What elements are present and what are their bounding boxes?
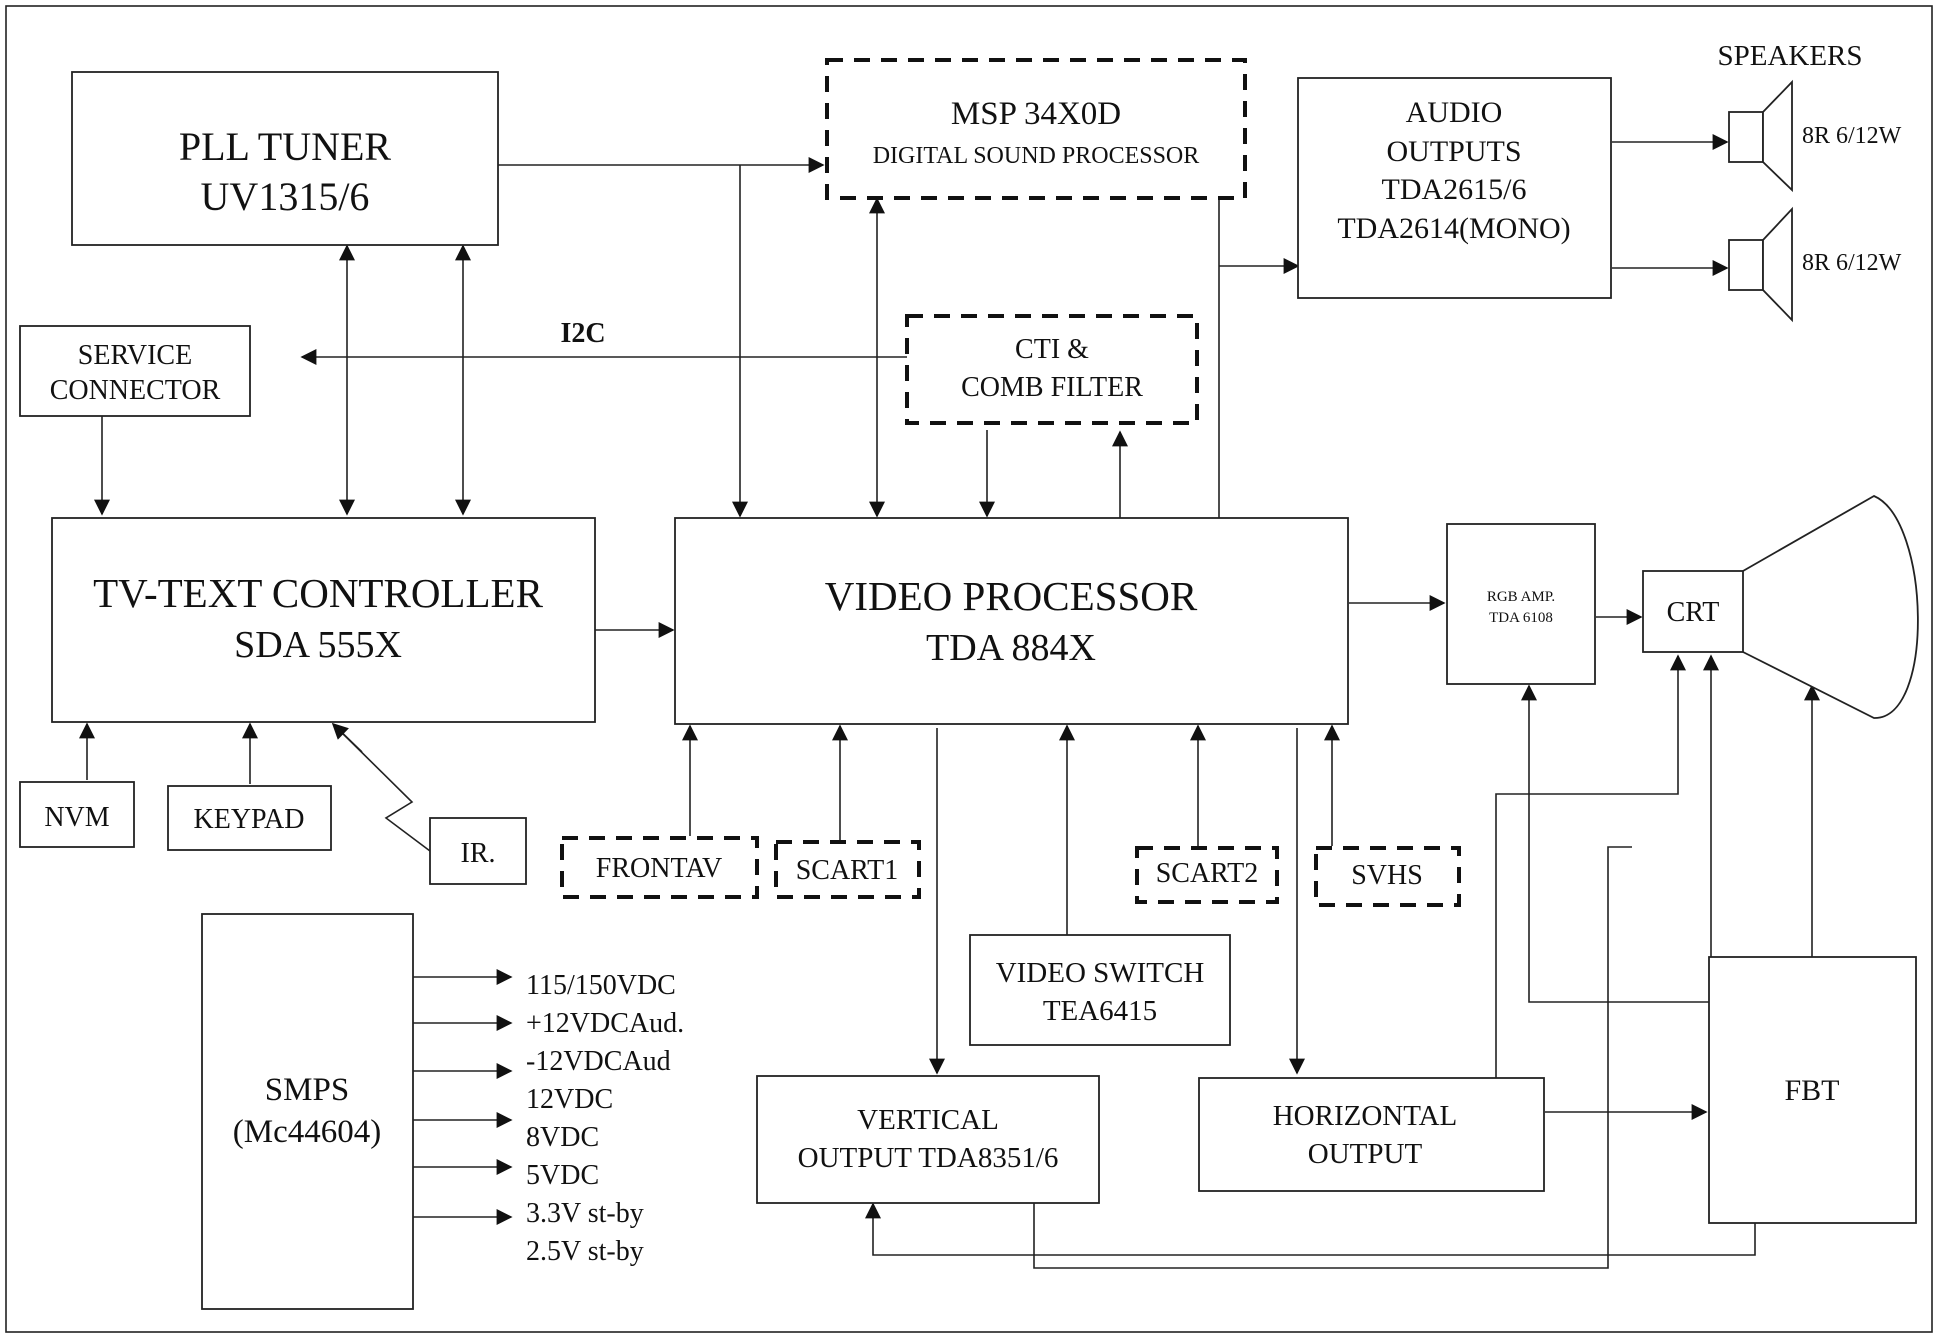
- i2c-label: I2C: [560, 318, 605, 349]
- horizontal-output-line2: OUTPUT: [1308, 1138, 1423, 1170]
- pll-tuner-title: PLL TUNER: [179, 124, 392, 169]
- scart2-block: SCART2: [1135, 846, 1279, 904]
- video-switch-line2: TEA6415: [1043, 995, 1157, 1027]
- service-connector-line1: SERVICE: [78, 340, 192, 371]
- smps-block: SMPS (Mc44604): [201, 913, 414, 1310]
- vertical-output-line1: VERTICAL: [857, 1104, 999, 1136]
- cti-line1: CTI &: [1015, 334, 1089, 365]
- smps-output-3: -12VDCAud: [526, 1046, 671, 1077]
- nvm-label: NVM: [44, 802, 109, 833]
- smps-output-4: 12VDC: [526, 1084, 613, 1115]
- cti-comb-filter-block: CTI & COMB FILTER: [905, 314, 1199, 425]
- smps-output-7: 3.3V st-by: [526, 1198, 644, 1229]
- pll-tuner-block: PLL TUNER UV1315/6: [71, 71, 499, 246]
- video-switch-line1: VIDEO SWITCH: [996, 957, 1205, 989]
- audio-outputs-line3: TDA2615/6: [1382, 173, 1527, 206]
- ir-block: IR.: [429, 817, 527, 885]
- audio-outputs-line4: TDA2614(MONO): [1337, 212, 1570, 245]
- rgb-amp-block: RGB AMP. TDA 6108: [1446, 523, 1596, 685]
- speaker-1: 8R 6/12W: [1728, 79, 1902, 193]
- smps-output-8: 2.5V st-by: [526, 1236, 644, 1267]
- video-processor-title: VIDEO PROCESSOR: [825, 573, 1198, 619]
- speakers-label: SPEAKERS: [1717, 40, 1862, 72]
- fbt-to-vertical-arrow: [865, 1202, 1756, 1256]
- audio-outputs-block: AUDIO OUTPUTS TDA2615/6 TDA2614(MONO): [1297, 77, 1612, 299]
- tv-text-title: TV-TEXT CONTROLLER: [93, 570, 543, 616]
- smps-output-6: 5VDC: [526, 1160, 599, 1191]
- tv-text-model: SDA 555X: [234, 624, 402, 666]
- smps-output-labels: 115/150VDC +12VDCAud. -12VDCAud 12VDC 8V…: [526, 970, 684, 1267]
- vertical-feedback-line: [1033, 846, 1632, 1269]
- frontav-label: FRONTAV: [596, 853, 722, 884]
- rgb-amp-line2: TDA 6108: [1489, 610, 1553, 626]
- pll-tuner-model: UV1315/6: [201, 174, 370, 219]
- rgb-amp-line1: RGB AMP.: [1487, 589, 1555, 605]
- diagram-frame: [5, 5, 1933, 1333]
- connections: [79, 134, 1820, 1269]
- smps-output-2: +12VDCAud.: [526, 1008, 684, 1039]
- fbt-block: FBT: [1708, 956, 1917, 1224]
- crt-label: CRT: [1667, 597, 1720, 628]
- keypad-block: KEYPAD: [167, 785, 332, 851]
- horizontal-to-crt-arrow: [1495, 654, 1686, 1078]
- smps-model: (Mc44604): [233, 1114, 381, 1150]
- nvm-block: NVM: [19, 781, 135, 848]
- ir-label: IR.: [461, 838, 496, 869]
- speaker-1-rating: 8R 6/12W: [1802, 123, 1902, 149]
- horizontal-output-line1: HORIZONTAL: [1273, 1100, 1458, 1132]
- ir-to-tvtext-arrow: [331, 722, 363, 753]
- video-processor-model: TDA 884X: [926, 627, 1096, 669]
- audio-outputs-line2: OUTPUTS: [1386, 135, 1521, 168]
- video-processor-block: VIDEO PROCESSOR TDA 884X: [674, 517, 1349, 725]
- service-connector-block: SERVICE CONNECTOR: [19, 325, 251, 417]
- smps-output-5: 8VDC: [526, 1122, 599, 1153]
- msp-block: MSP 34X0D DIGITAL SOUND PROCESSOR: [825, 58, 1247, 200]
- crt-tube: CRT: [1642, 494, 1919, 719]
- ir-signal-line: [332, 723, 431, 852]
- frontav-block: FRONTAV: [560, 836, 759, 899]
- smps-output-1: 115/150VDC: [526, 970, 676, 1001]
- video-switch-block: VIDEO SWITCH TEA6415: [969, 934, 1231, 1046]
- svhs-label: SVHS: [1351, 860, 1423, 891]
- speaker-2-rating: 8R 6/12W: [1802, 250, 1902, 276]
- fbt-to-rgb-arrow: [1521, 684, 1710, 1003]
- tv-text-controller-block: TV-TEXT CONTROLLER SDA 555X: [51, 517, 596, 723]
- scart1-block: SCART1: [774, 840, 921, 899]
- scart2-label: SCART2: [1156, 858, 1259, 889]
- vertical-output-line2: OUTPUT TDA8351/6: [798, 1142, 1059, 1174]
- fbt-label: FBT: [1784, 1074, 1839, 1107]
- smps-title: SMPS: [265, 1072, 349, 1108]
- audio-outputs-line1: AUDIO: [1406, 96, 1503, 129]
- msp-title: MSP 34X0D: [951, 96, 1121, 132]
- msp-subtitle: DIGITAL SOUND PROCESSOR: [873, 143, 1200, 169]
- cti-line2: COMB FILTER: [961, 372, 1143, 403]
- svhs-block: SVHS: [1314, 846, 1461, 907]
- vertical-output-block: VERTICAL OUTPUT TDA8351/6: [756, 1075, 1100, 1204]
- keypad-label: KEYPAD: [194, 804, 305, 835]
- service-connector-line2: CONNECTOR: [50, 375, 221, 406]
- speaker-2: 8R 6/12W: [1728, 206, 1902, 323]
- scart1-label: SCART1: [796, 855, 899, 886]
- horizontal-output-block: HORIZONTAL OUTPUT: [1198, 1077, 1545, 1192]
